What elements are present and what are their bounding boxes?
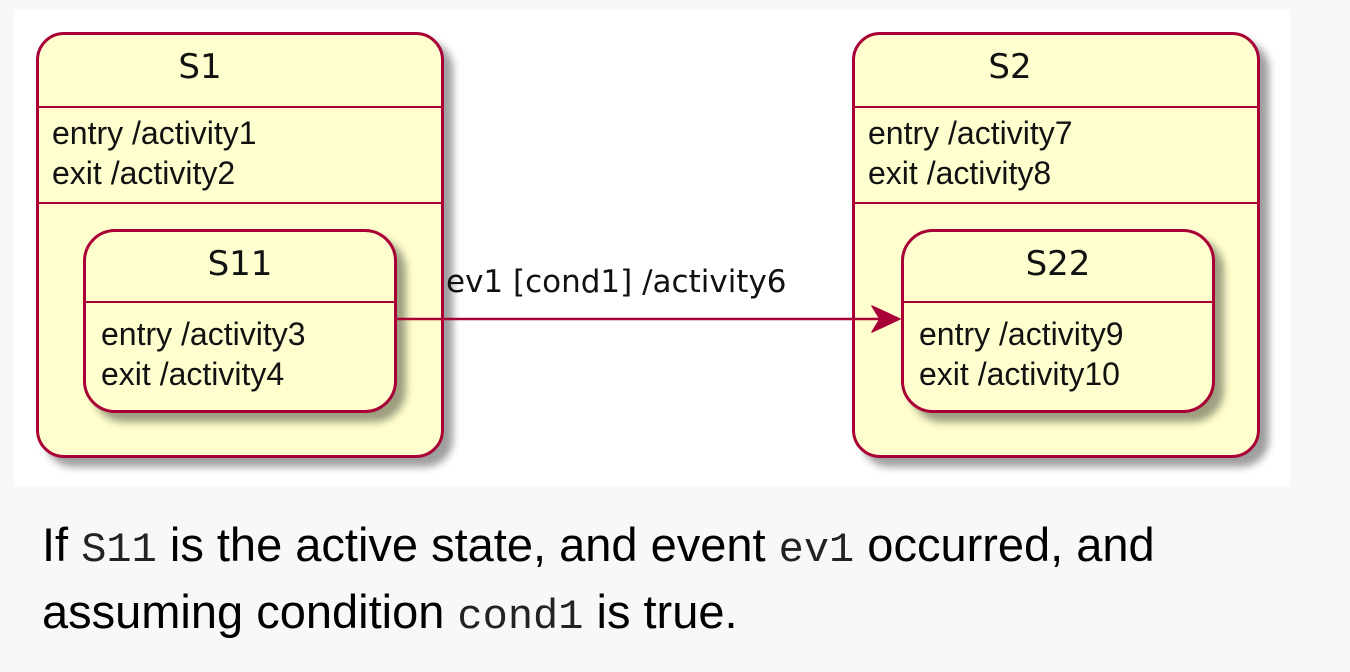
state-s2-exit: exit /activity8 xyxy=(868,155,1052,191)
state-s11-title: S11 xyxy=(207,244,273,284)
state-s1-divider-2 xyxy=(39,202,441,204)
state-s22-title: S22 xyxy=(1025,244,1091,284)
caption-code-ev1: ev1 xyxy=(778,526,855,574)
state-s2-divider-1 xyxy=(855,106,1257,108)
state-s22-exit: exit /activity10 xyxy=(919,356,1120,392)
transition-arrow xyxy=(397,305,901,333)
state-s2: S2 entry /activity7 exit /activity8 S22 … xyxy=(852,32,1260,458)
state-s11-exit: exit /activity4 xyxy=(101,356,285,392)
state-s22: S22 entry /activity9 exit /activity10 xyxy=(901,229,1215,413)
caption-text-4: is true. xyxy=(583,585,738,638)
state-s11: S11 entry /activity3 exit /activity4 xyxy=(83,229,397,413)
transition-label: ev1 [cond1] /activity6 xyxy=(446,264,787,300)
state-s22-divider xyxy=(904,301,1212,303)
state-s11-entry: entry /activity3 xyxy=(101,316,306,352)
caption: If S11 is the active state, and event ev… xyxy=(42,514,1332,648)
caption-code-cond1: cond1 xyxy=(457,593,584,641)
state-s2-divider-2 xyxy=(855,202,1257,204)
caption-code-s11: S11 xyxy=(81,526,157,574)
state-s11-divider xyxy=(86,301,394,303)
arrowhead-icon xyxy=(871,305,901,333)
caption-text-1: If xyxy=(42,518,82,571)
state-s1-entry: entry /activity1 xyxy=(52,115,257,151)
state-s1-exit: exit /activity2 xyxy=(52,155,236,191)
state-s1: S1 entry /activity1 exit /activity2 S11 … xyxy=(36,32,444,458)
state-s2-title: S2 xyxy=(988,47,1032,87)
caption-text-3: occurred, and assuming condition xyxy=(42,518,1155,638)
state-s22-entry: entry /activity9 xyxy=(919,316,1124,352)
state-s1-divider-1 xyxy=(39,106,441,108)
caption-text-2: is the active state, and event xyxy=(156,518,779,571)
state-s2-entry: entry /activity7 xyxy=(868,115,1073,151)
state-s1-title: S1 xyxy=(178,47,222,87)
state-diagram: S1 entry /activity1 exit /activity2 S11 … xyxy=(14,10,1290,486)
